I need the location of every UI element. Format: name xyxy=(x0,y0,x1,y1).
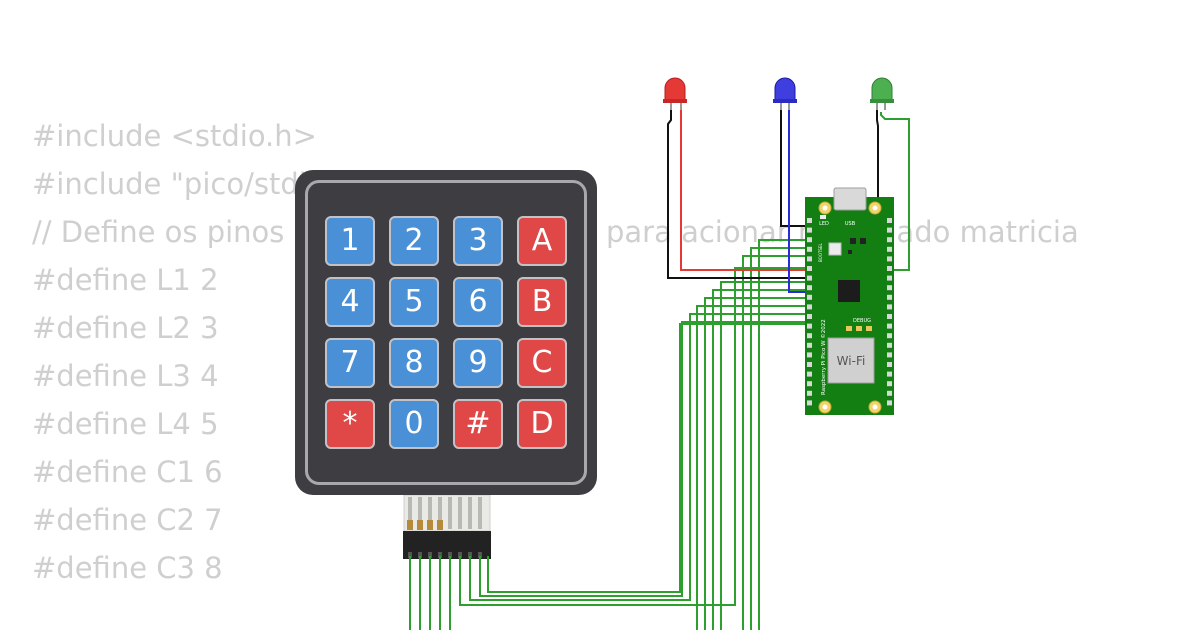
board-pin[interactable] xyxy=(807,390,812,396)
board-pin[interactable] xyxy=(887,342,892,348)
pico-w-board[interactable]: USB LED BOOTSEL DEBUG Wi-Fi Raspberry Pi… xyxy=(805,187,894,415)
board-pin[interactable] xyxy=(887,246,892,252)
board-pin[interactable] xyxy=(807,285,812,291)
code-line: #define C1 6 xyxy=(32,455,223,489)
blue-led-cathode-wire[interactable] xyxy=(780,108,812,227)
board-pin[interactable] xyxy=(807,246,812,252)
code-line: #include <stdio.h> xyxy=(32,119,317,153)
wire[interactable] xyxy=(712,289,812,630)
rp2040-chip xyxy=(838,280,860,302)
board-pin[interactable] xyxy=(887,362,892,367)
wifi-label: Wi-Fi xyxy=(837,354,866,368)
led-blue[interactable] xyxy=(773,77,797,110)
key-2[interactable]: 2 xyxy=(389,216,439,266)
keypad-frame xyxy=(305,180,587,485)
key-hash[interactable]: # xyxy=(453,399,503,449)
board-pin[interactable] xyxy=(807,266,812,271)
key-0[interactable]: 0 xyxy=(389,399,439,449)
code-line: #define L4 5 xyxy=(32,407,219,441)
board-pin[interactable] xyxy=(807,275,812,281)
board-pin[interactable] xyxy=(887,256,892,262)
board-pin[interactable] xyxy=(887,294,892,300)
board-pin[interactable] xyxy=(887,371,892,377)
board-pin[interactable] xyxy=(807,227,812,233)
wire[interactable] xyxy=(750,247,812,630)
wire[interactable] xyxy=(696,305,812,630)
board-pin[interactable] xyxy=(887,275,892,281)
bootsel-button[interactable] xyxy=(828,242,842,256)
board-pin[interactable] xyxy=(887,333,892,339)
board-pin[interactable] xyxy=(887,304,892,310)
wire[interactable] xyxy=(479,321,812,597)
key-4[interactable]: 4 xyxy=(325,277,375,327)
key-8[interactable]: 8 xyxy=(389,338,439,388)
board-pin[interactable] xyxy=(807,218,812,223)
board-pin[interactable] xyxy=(807,294,812,300)
led-green[interactable] xyxy=(870,77,894,110)
wire[interactable] xyxy=(720,281,812,630)
board-pin[interactable] xyxy=(807,381,812,387)
keypad-ribbon-connector[interactable] xyxy=(403,494,491,559)
green-led-cathode-wire[interactable] xyxy=(876,108,888,211)
board-pin[interactable] xyxy=(887,323,892,329)
board-pin[interactable] xyxy=(807,323,812,329)
board-pin[interactable] xyxy=(807,237,812,243)
board-pin[interactable] xyxy=(887,237,892,243)
key-3[interactable]: 3 xyxy=(453,216,503,266)
board-pin[interactable] xyxy=(807,362,812,367)
key-b[interactable]: B xyxy=(517,277,567,327)
bootsel-label: BOOTSEL xyxy=(818,243,823,262)
key-6[interactable]: 6 xyxy=(453,277,503,327)
board-pin[interactable] xyxy=(807,304,812,310)
board-name-silkscreen: Raspberry Pi Pico W ©2022 xyxy=(820,319,827,395)
key-star[interactable]: * xyxy=(325,399,375,449)
wire[interactable] xyxy=(758,239,812,630)
wire[interactable] xyxy=(469,313,812,601)
board-pin[interactable] xyxy=(887,400,892,406)
usb-label: USB xyxy=(845,221,856,227)
board-pin[interactable] xyxy=(887,390,892,396)
board-pin[interactable] xyxy=(807,333,812,339)
wire[interactable] xyxy=(487,323,812,593)
board-pin[interactable] xyxy=(887,285,892,291)
board-pin[interactable] xyxy=(887,314,892,319)
board-pin[interactable] xyxy=(887,381,892,387)
board-pin[interactable] xyxy=(887,218,892,223)
board-pin[interactable] xyxy=(807,256,812,262)
usb-connector xyxy=(833,187,867,211)
key-1[interactable]: 1 xyxy=(325,216,375,266)
key-a[interactable]: A xyxy=(517,216,567,266)
wire[interactable] xyxy=(459,267,812,606)
key-9[interactable]: 9 xyxy=(453,338,503,388)
wifi-module xyxy=(827,337,875,384)
board-pin[interactable] xyxy=(807,352,812,358)
board-pin[interactable] xyxy=(807,342,812,348)
membrane-keypad[interactable]: 1 2 3 A 4 5 6 B 7 8 9 C * 0 # D xyxy=(295,170,597,495)
board-pin[interactable] xyxy=(887,352,892,358)
wire[interactable] xyxy=(704,297,812,630)
key-d[interactable]: D xyxy=(517,399,567,449)
code-line: #define C2 7 xyxy=(32,503,223,537)
key-c[interactable]: C xyxy=(517,338,567,388)
board-pin[interactable] xyxy=(807,314,812,319)
code-line: #define L2 3 xyxy=(32,311,219,345)
board-pin[interactable] xyxy=(807,400,812,406)
led-red[interactable] xyxy=(663,77,687,110)
board-pin[interactable] xyxy=(887,227,892,233)
key-7[interactable]: 7 xyxy=(325,338,375,388)
led-silkscreen: LED xyxy=(819,221,829,227)
code-line: #define C3 8 xyxy=(32,551,223,585)
keypad-wires[interactable] xyxy=(409,112,910,630)
board-pin[interactable] xyxy=(887,266,892,271)
wire[interactable] xyxy=(880,112,910,271)
wire[interactable] xyxy=(742,255,812,630)
red-led-cathode-wire[interactable] xyxy=(667,108,812,279)
code-line: #define L3 4 xyxy=(32,359,219,393)
code-line: #define L1 2 xyxy=(32,263,219,297)
key-5[interactable]: 5 xyxy=(389,277,439,327)
debug-label: DEBUG xyxy=(853,318,871,324)
board-pin[interactable] xyxy=(807,371,812,377)
